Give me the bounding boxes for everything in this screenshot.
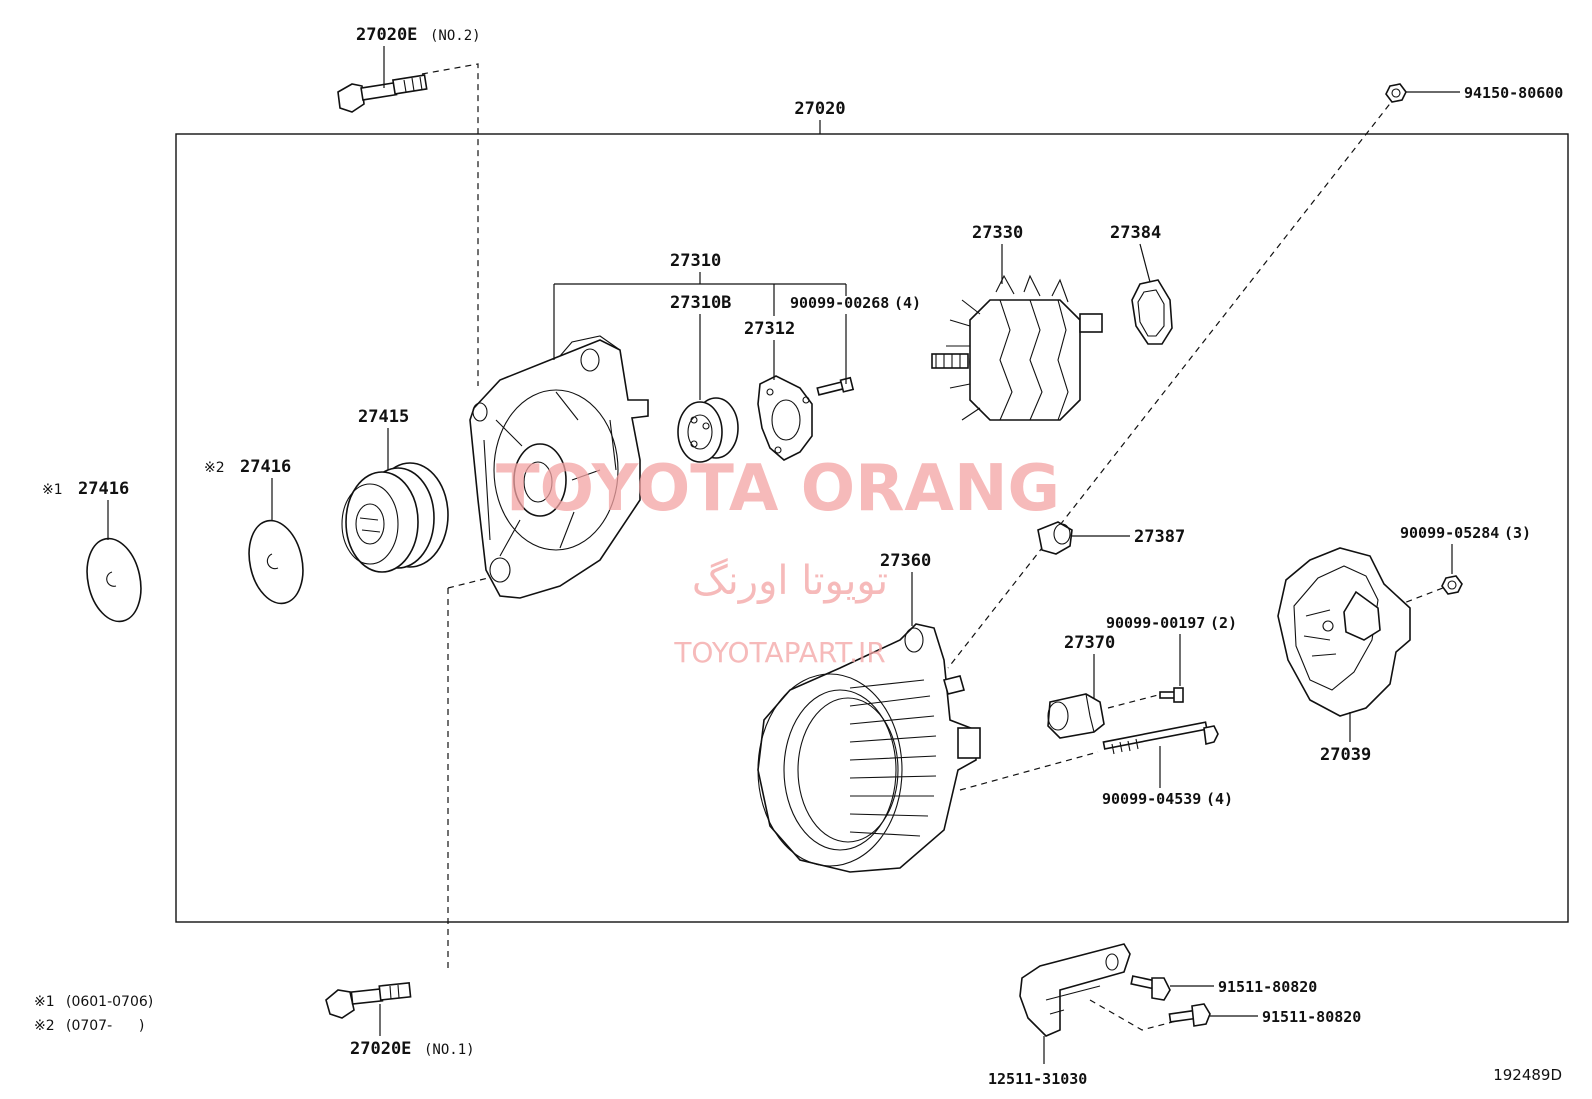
stator-frame-icon: [757, 623, 981, 873]
nut-top-right-number: 94150-80600: [1464, 84, 1563, 102]
nut-top-right-label[interactable]: 94150-80600: [1406, 84, 1563, 102]
terminal-insulator-label[interactable]: 27387: [1072, 527, 1185, 547]
regulator-screw-number: 90099-00197: [1106, 614, 1205, 632]
retainer-screw-icon: [816, 376, 855, 396]
footnote-1-mark: ※1: [34, 994, 55, 1010]
bracket-number: 12511-31030: [988, 1070, 1087, 1088]
watermark: TOYOTA ORANG تویوتا اورنگ TOYOTAPART.IR: [496, 452, 1060, 669]
watermark-line3: TOYOTAPART.IR: [673, 636, 885, 669]
bracket-bolt-1-number: 91511-80820: [1218, 978, 1317, 996]
regulator-icon: [1047, 693, 1105, 739]
figure-code: 192489D: [1493, 1066, 1562, 1084]
retainer-screw-qty: (4): [894, 294, 921, 312]
cap-1-number: 27416: [78, 479, 129, 499]
rotor-number: 27330: [972, 223, 1023, 243]
watermark-line1: TOYOTA ORANG: [496, 452, 1060, 526]
watermark-line2: تویوتا اورنگ: [692, 558, 888, 604]
retainer-plate-icon: [757, 375, 813, 461]
retainer-plate-label[interactable]: 27312: [744, 319, 795, 380]
cap-2-number: 27416: [240, 457, 291, 477]
footnote-2-range: (0707- ): [66, 1018, 144, 1034]
footnote-1-range: (0601-0706): [66, 994, 153, 1010]
regulator-label[interactable]: 27370: [1064, 633, 1115, 698]
bolt-no1-icon: [325, 982, 412, 1019]
rear-cover-label[interactable]: 27039: [1320, 712, 1371, 765]
bolt-no2-number: 27020E: [356, 25, 417, 45]
assembly-frame: 27020: [175, 99, 1569, 923]
bracket-label[interactable]: 12511-31030: [988, 1036, 1087, 1088]
bolt-no2-qualifier: (NO.2): [430, 28, 481, 44]
footnote-2-mark: ※2: [34, 1018, 55, 1034]
bolt-no2-label[interactable]: 27020E (NO.2): [356, 25, 481, 88]
drive-end-frame-label[interactable]: 27310: [553, 251, 847, 360]
bracket-icon: [1019, 943, 1131, 1037]
bolt-no1-number: 27020E: [350, 1039, 411, 1059]
rear-cover-nut-qty: (3): [1504, 524, 1531, 542]
rear-cover-number: 27039: [1320, 745, 1371, 765]
bolt-no1-qualifier: (NO.1): [424, 1042, 475, 1058]
bearing-label[interactable]: 27310B: [670, 293, 731, 400]
stator-frame-label[interactable]: 27360: [880, 551, 931, 626]
bearing-cover-label[interactable]: 27384: [1110, 223, 1161, 283]
bracket-bolt-2-number: 91511-80820: [1262, 1008, 1361, 1026]
rear-cover-icon: [1277, 547, 1411, 717]
regulator-screw-icon: [1159, 687, 1184, 703]
regulator-screw-qty: (2): [1210, 614, 1237, 632]
terminal-insulator-number: 27387: [1134, 527, 1185, 547]
stator-frame-number: 27360: [880, 551, 931, 571]
cap-2-mark: ※2: [204, 460, 225, 476]
pulley-label[interactable]: 27415: [358, 407, 409, 470]
retainer-screw-label[interactable]: 90099-00268 (4): [790, 294, 921, 384]
assembly-number[interactable]: 27020: [794, 99, 845, 119]
through-bolt-label[interactable]: 90099-04539 (4): [1102, 746, 1233, 808]
regulator-number: 27370: [1064, 633, 1115, 653]
rear-cover-nut-number: 90099-05284: [1400, 524, 1499, 542]
drive-end-frame-icon: [469, 335, 649, 599]
rear-cover-nut-label[interactable]: 90099-05284 (3): [1400, 524, 1531, 574]
cap-2-label[interactable]: ※2 27416: [204, 457, 291, 520]
bolt-no2-icon: [337, 74, 428, 113]
cap-1-mark: ※1: [42, 482, 63, 498]
through-bolt-icon: [1102, 721, 1219, 755]
footnotes: ※1 (0601-0706) ※2 (0707- ): [34, 994, 153, 1034]
bearing-icon: [677, 397, 739, 463]
cap-2-icon: [248, 519, 304, 605]
bracket-bolt-1-label[interactable]: 91511-80820: [1170, 978, 1317, 996]
regulator-screw-label[interactable]: 90099-00197 (2): [1106, 614, 1237, 686]
rear-cover-nut-icon: [1441, 575, 1463, 595]
retainer-plate-number: 27312: [744, 319, 795, 339]
rotor-label[interactable]: 27330: [972, 223, 1023, 284]
bearing-cover-icon: [1131, 279, 1173, 345]
terminal-insulator-icon: [1037, 521, 1073, 555]
bracket-bolt-2-label[interactable]: 91511-80820: [1210, 1008, 1361, 1026]
dashed-guides: [421, 63, 1449, 1031]
drive-end-frame-number: 27310: [670, 251, 721, 271]
nut-top-right-icon: [1385, 83, 1407, 103]
cap-1-label[interactable]: ※1 27416: [42, 479, 129, 540]
pulley-icon: [341, 462, 449, 573]
rotor-icon: [931, 274, 1103, 421]
bracket-bolt-1-icon: [1130, 975, 1171, 1001]
bearing-cover-number: 27384: [1110, 223, 1161, 243]
through-bolt-qty: (4): [1206, 790, 1233, 808]
bearing-number: 27310B: [670, 293, 731, 313]
cap-1-icon: [86, 537, 142, 623]
bracket-bolt-2-icon: [1168, 1003, 1211, 1027]
retainer-screw-number: 90099-00268: [790, 294, 889, 312]
pulley-number: 27415: [358, 407, 409, 427]
bolt-no1-label[interactable]: 27020E (NO.1): [350, 1004, 475, 1059]
through-bolt-number: 90099-04539: [1102, 790, 1201, 808]
